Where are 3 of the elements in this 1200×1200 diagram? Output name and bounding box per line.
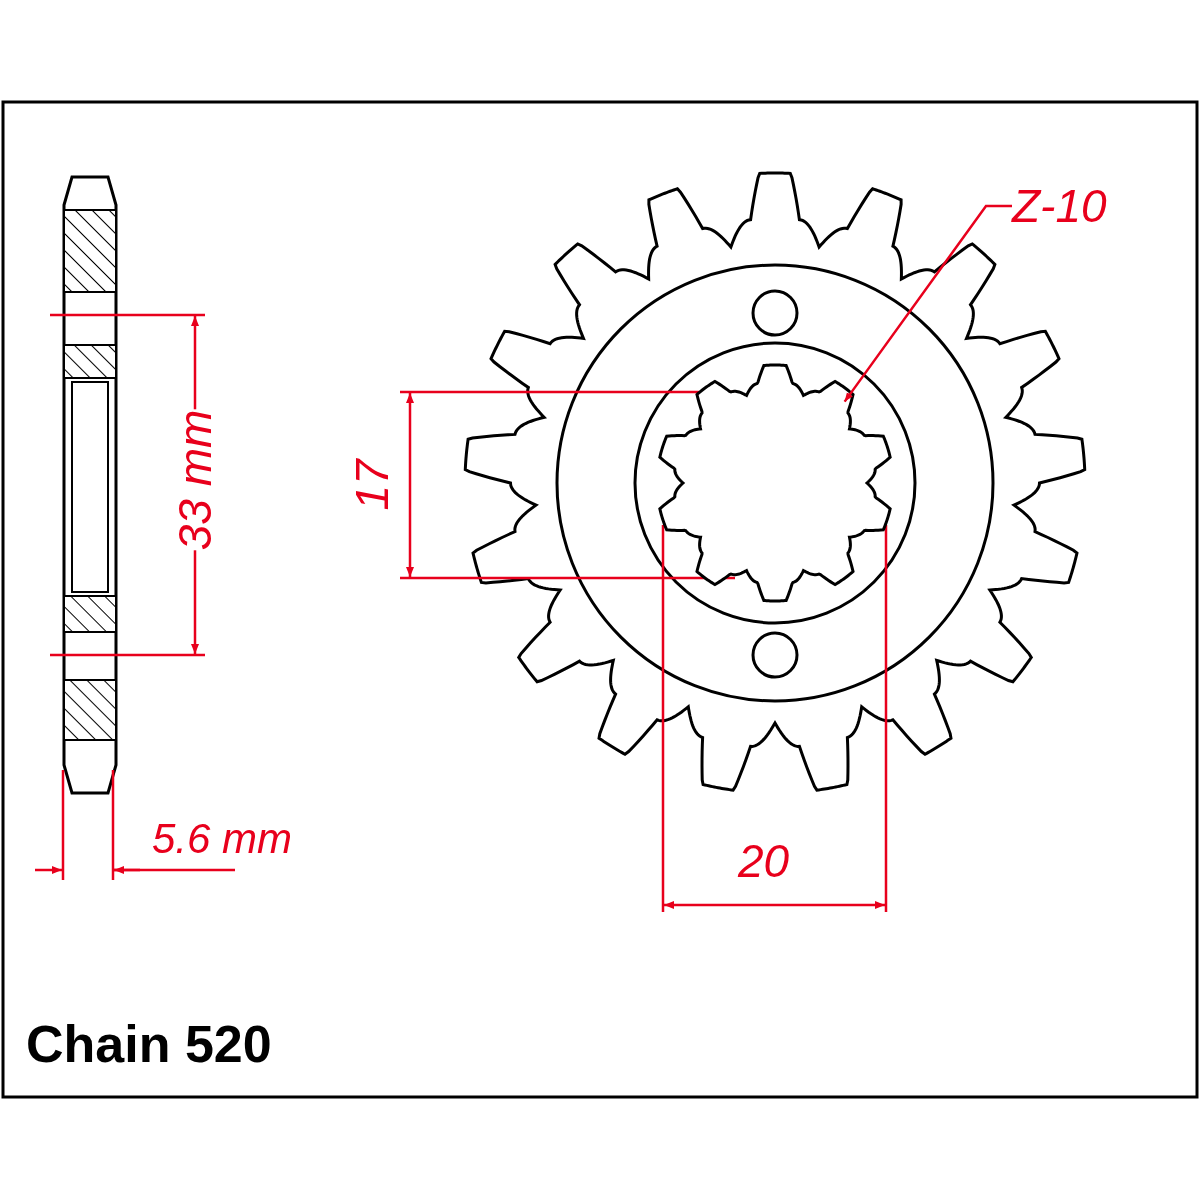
spline-bore xyxy=(658,363,892,603)
leader-line xyxy=(843,204,1012,403)
chain-size-text: Chain 520 xyxy=(26,1018,272,1070)
